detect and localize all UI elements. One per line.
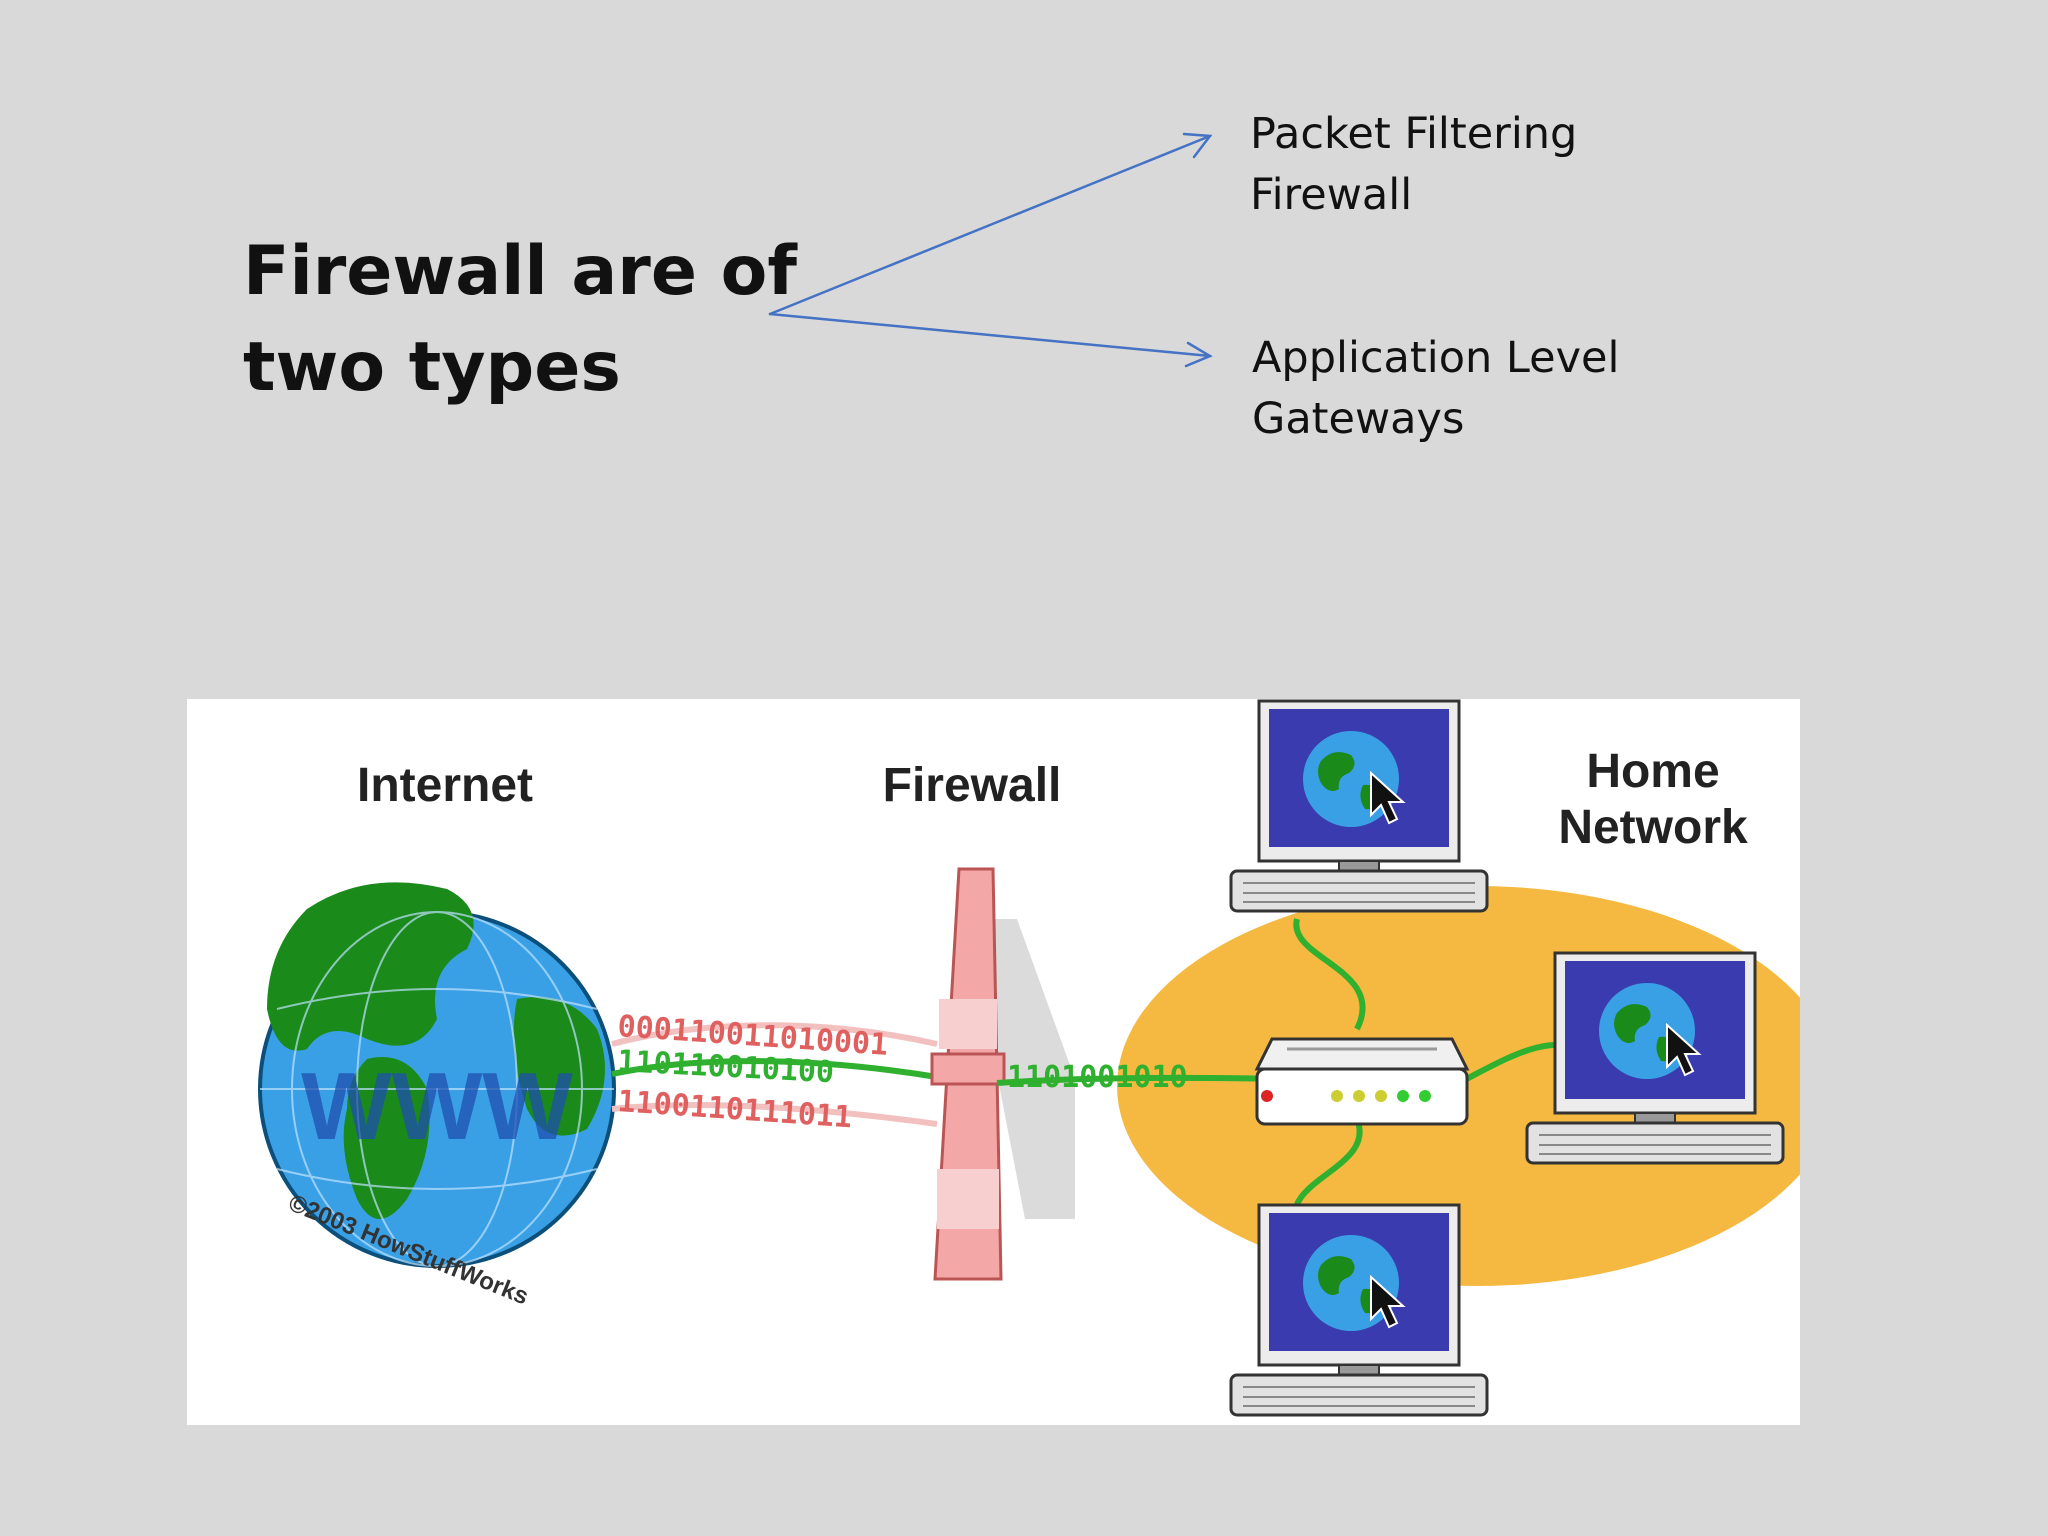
branch-packet-filtering: Packet Filtering Firewall	[1250, 104, 1577, 226]
stream-middle-line	[611, 1058, 938, 1080]
branch-arrows	[768, 132, 1213, 368]
branch-application-gateways: Application Level Gateways	[1252, 328, 1619, 450]
stream-top-line	[611, 1022, 938, 1047]
arrow-to-packet-filtering	[768, 134, 1212, 316]
branch-2-line-2: Gateways	[1252, 394, 1465, 444]
arrowhead-2	[1184, 341, 1213, 368]
home-label-line-2: Network	[1558, 801, 1748, 854]
globe-www-text: WWW	[301, 1053, 573, 1160]
stream-inside-line	[996, 1074, 1288, 1086]
illustration-canvas: Internet Firewall Home Network WWW	[258, 699, 1800, 1417]
computer-top-icon	[1229, 699, 1489, 913]
branch-1-line-1: Packet Filtering	[1250, 109, 1578, 159]
firewall-wall-icon	[930, 867, 1075, 1281]
bits-bottom-text: 1100110111011	[616, 1084, 853, 1135]
bits-inside-text: 1101001010	[1007, 1060, 1188, 1095]
home-label-line-1: Home	[1586, 745, 1719, 798]
branch-2-line-1: Application Level	[1252, 333, 1620, 383]
computer-bottom-icon	[1229, 1203, 1489, 1417]
stream-bottom-line	[611, 1101, 938, 1127]
firewall-illustration: Internet Firewall Home Network WWW	[187, 699, 1800, 1425]
firewall-label: Firewall	[883, 759, 1062, 812]
computer-right-icon	[1525, 951, 1785, 1165]
internet-label: Internet	[357, 759, 533, 812]
branch-1-line-2: Firewall	[1250, 170, 1413, 220]
internet-globe-icon: WWW	[258, 882, 616, 1268]
router-icon	[1254, 1037, 1470, 1126]
slide-heading: Firewall are of two types	[243, 224, 803, 416]
arrowhead-1	[1182, 132, 1213, 159]
arrow-to-application-gateways	[768, 312, 1212, 358]
heading-line-2: two types	[243, 328, 621, 407]
heading-line-1: Firewall are of	[243, 232, 797, 311]
